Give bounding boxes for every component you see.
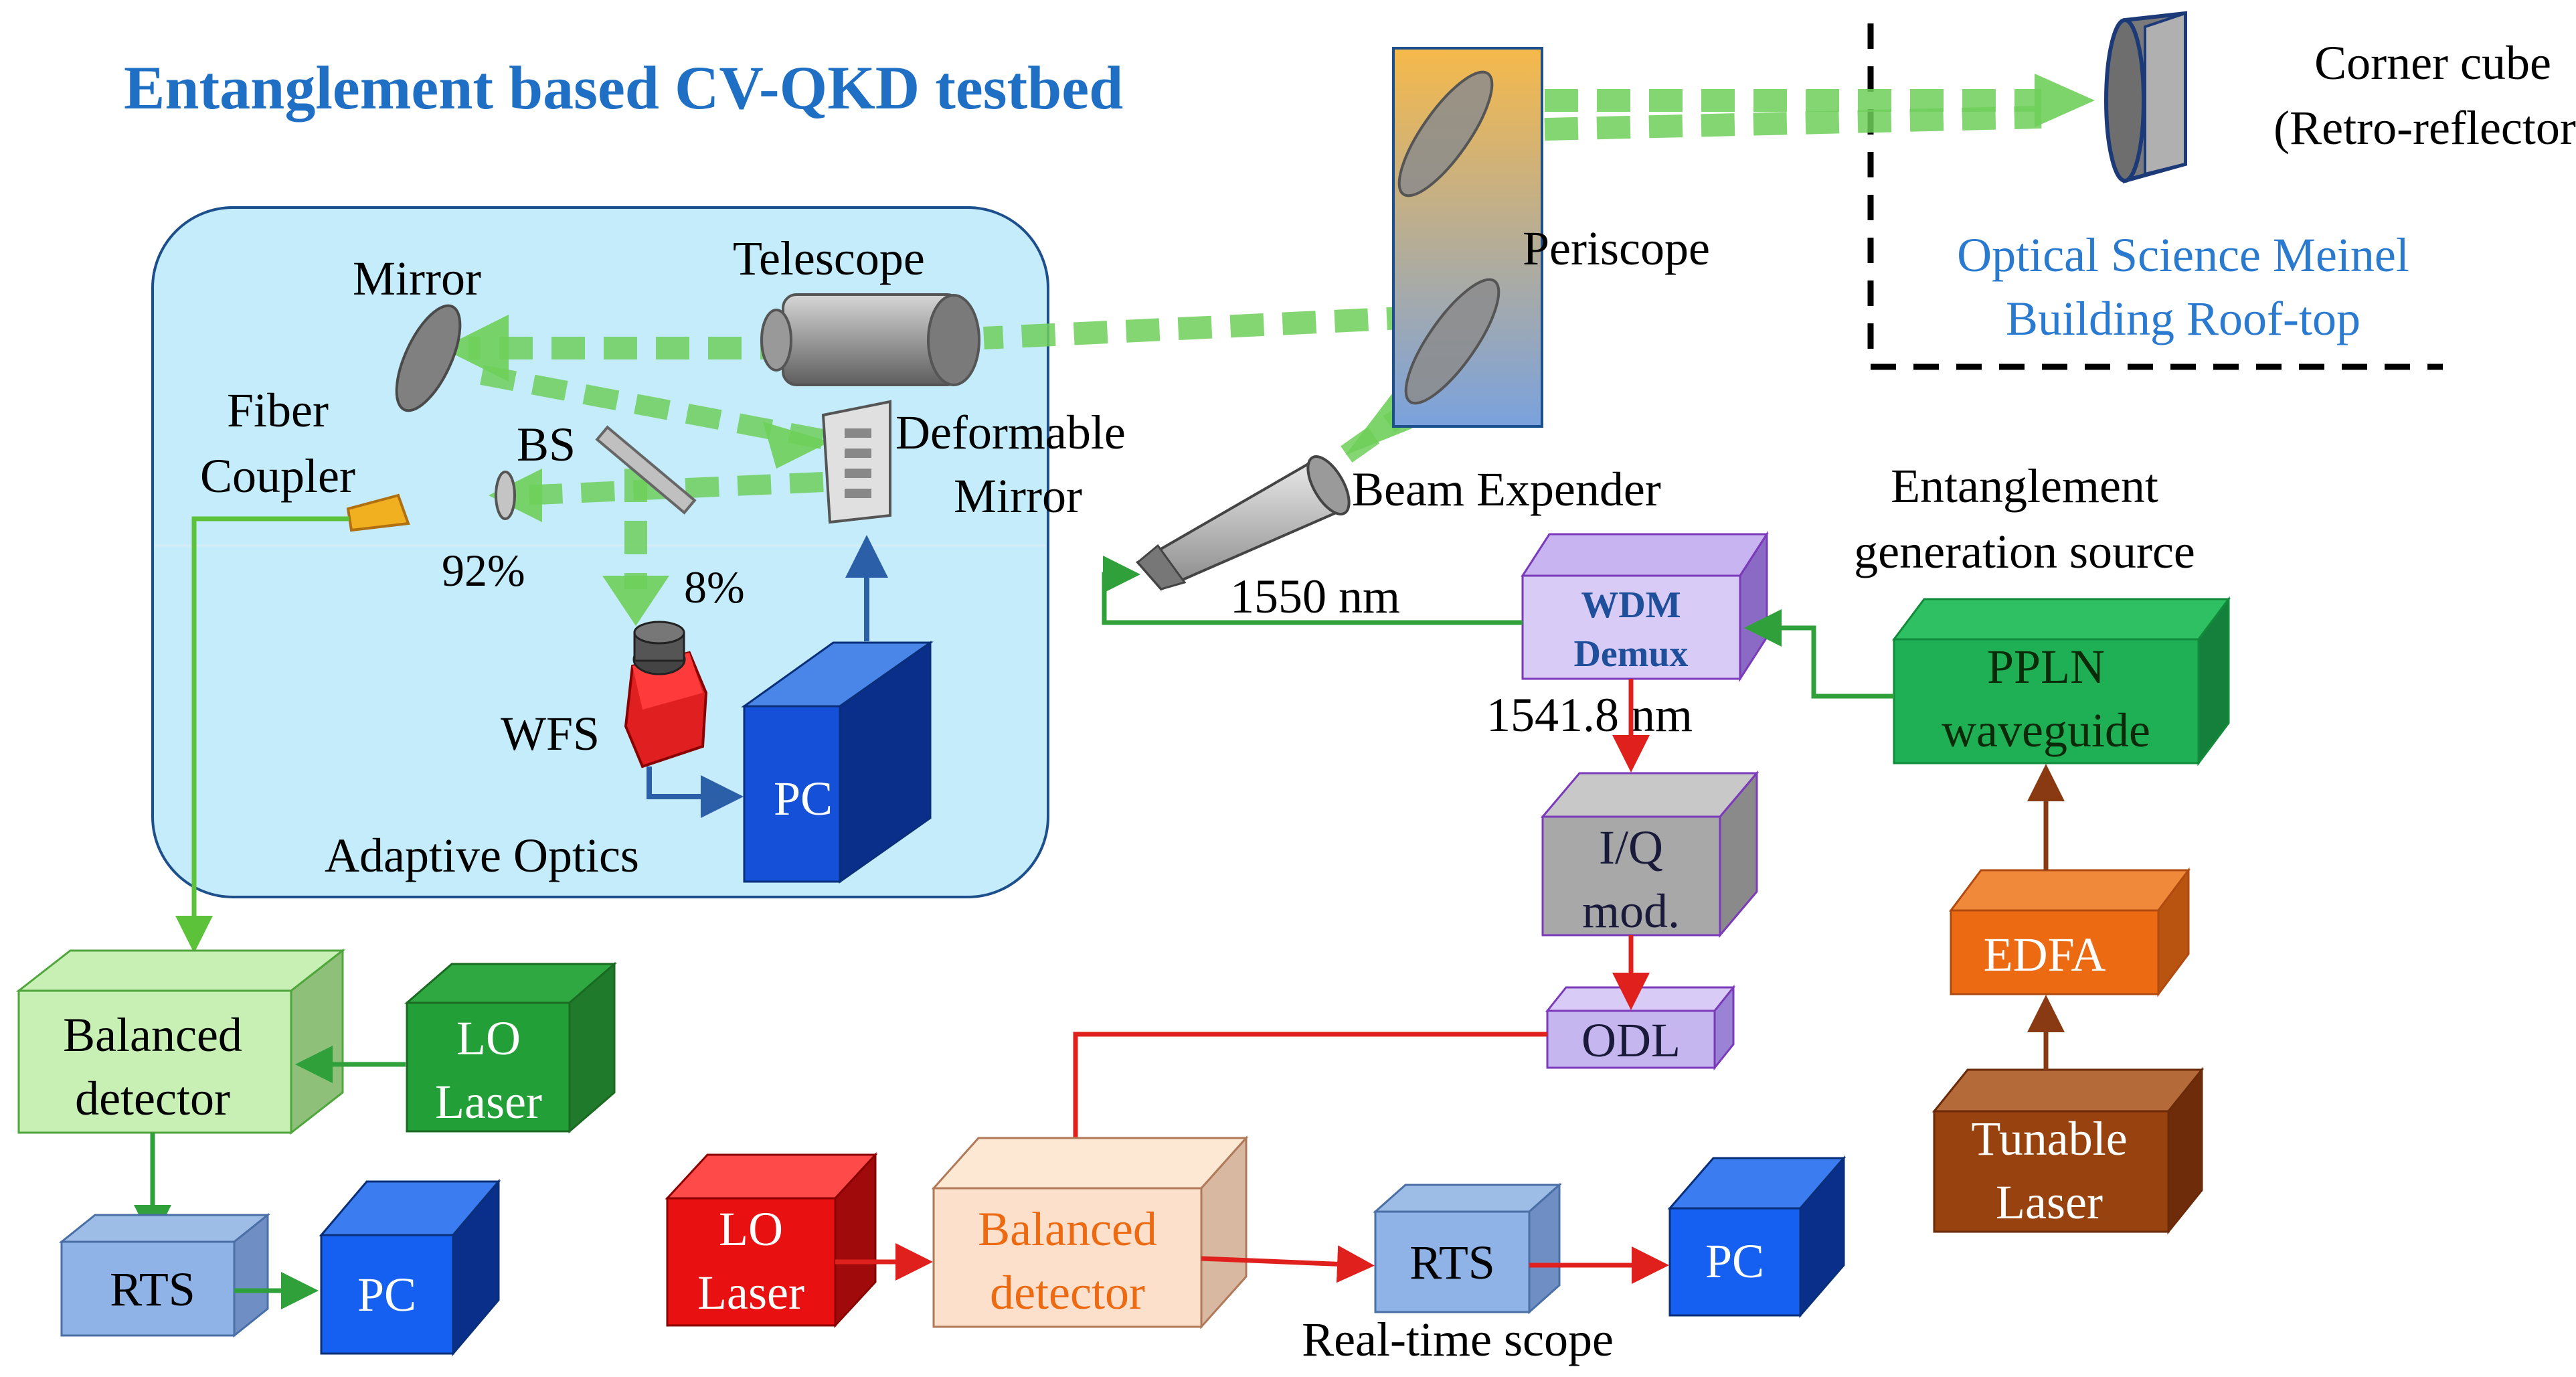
wfs-to-pc-line [647,766,744,818]
local-lo-label-1: LO [719,1202,783,1256]
beam-splitter-label: BS [517,418,576,471]
wavelength-1541-label: 1541.8 nm [1486,688,1693,742]
periscope-upper-mirror-icon [1397,70,1494,197]
coupler-to-detector-fiber [175,516,349,953]
wdm-to-expander-fiber [1102,556,1523,625]
local-pc-label: PC [1705,1234,1764,1288]
deformable-mirror-label-1: Deformable [895,406,1126,459]
entanglement-source-label-1: Entanglement [1891,459,2158,513]
tunable-label-2: Laser [1996,1176,2103,1229]
adaptive-optics-label: Adaptive Optics [325,829,639,882]
local-rts-label: RTS [1409,1236,1495,1289]
local-detector-to-rts-line [1201,1245,1375,1283]
corner-cube-label: Corner cube [2314,36,2551,90]
receiver-balanced-label-2: detector [75,1072,230,1125]
local-balanced-detector-box [931,1135,1249,1329]
roof-building-label-2: Building Roof-top [2006,292,2360,345]
fiber-coupler-icon [346,493,410,532]
wdm-label-1: WDM [1581,584,1681,626]
receiver-pc-box [319,1178,501,1357]
beam-splitter-icon [595,425,697,515]
beam-expander-icon [1135,455,1351,591]
diagram-title: Entanglement based CV-QKD testbed [124,54,1123,122]
edfa-label: EDFA [1984,928,2106,981]
iq-label-2: mod. [1582,884,1680,938]
split-92-label: 92% [442,545,525,596]
ppln-label-1b: PPLN [1987,640,2105,694]
corner-cube-icon [2104,11,2187,183]
wfs-camera-icon [624,621,708,768]
ao-mirror-label: Mirror [353,252,481,305]
odl-to-local-detector-line [1057,1032,1547,1184]
wavelength-1550-label: 1550 nm [1230,570,1400,623]
ao-pc-box [741,641,934,884]
receiver-balanced-detector-box [15,948,346,1135]
ao-mirror-icon [395,304,462,412]
beam-expander-label: Beam Expender [1352,463,1661,516]
tunable-laser-box [1931,1066,2205,1235]
coupler-lens-icon [495,471,516,520]
retro-reflector-label: (Retro-reflector) [2273,101,2576,155]
receiver-lo-label-1: LO [456,1011,521,1065]
receiver-rts-label: RTS [110,1263,195,1316]
fiber-coupler-label-1: Fiber [227,384,329,437]
edfa-box [1949,867,2191,997]
local-pc-box [1667,1155,1847,1319]
ppln-waveguide-box [1892,596,2231,766]
tunable-label-1: Tunable [1971,1112,2127,1165]
realtime-scope-label: Real-time scope [1302,1313,1614,1366]
telescope-label: Telescope [733,232,925,285]
periscope-lower-mirror-icon [1404,278,1500,405]
split-8-label: 8% [684,562,745,613]
deformable-mirror-label-2: Mirror [954,469,1082,523]
local-balanced-label-1: Balanced [978,1202,1157,1256]
local-lo-label-2: Laser [697,1266,804,1319]
local-balanced-label-2: detector [990,1266,1145,1319]
roof-building-label-1: Optical Science Meinel [1957,228,2409,282]
telescope-icon [760,293,980,386]
deformable-mirror-icon [821,400,891,524]
fiber-coupler-label-2: Coupler [200,449,355,503]
local-rts-box [1373,1182,1562,1315]
iq-label-1: I/Q [1599,821,1663,874]
receiver-balanced-label-1: Balanced [63,1008,242,1062]
receiver-pc-label: PC [357,1268,416,1321]
odl-label: ODL [1581,1014,1681,1067]
local-lo-laser-box [665,1152,878,1328]
periscope-label: Periscope [1523,222,1710,275]
ao-pc-label: PC [774,772,833,825]
entanglement-source-label-2: generation source [1854,525,2195,578]
receiver-lo-laser-box [404,961,618,1134]
receiver-rts-box [58,1212,271,1338]
receiver-lo-label-2: Laser [435,1075,542,1129]
wfs-label: WFS [501,707,600,760]
wdm-label-2: Demux [1573,633,1688,675]
ppln-label-2: waveguide [1942,704,2150,757]
iq-modulator-box [1540,770,1759,939]
roof-boundary [1867,23,2443,370]
ppln-to-wdm-fiber [1744,609,1894,699]
